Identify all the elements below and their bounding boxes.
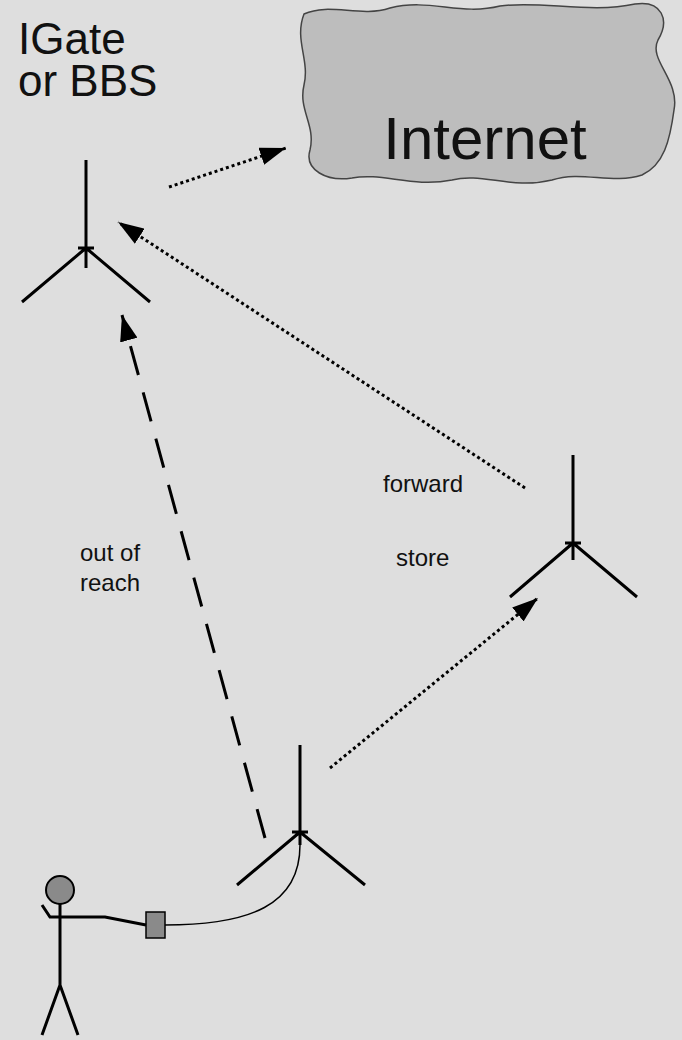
arrow-label: forward [383, 469, 503, 499]
user-antenna [237, 745, 365, 885]
radio-device [146, 912, 165, 938]
dotted-connector [169, 148, 286, 187]
forward-arrow [118, 222, 525, 488]
arrow-label: out of reach [80, 538, 168, 598]
out-of-reach-arrow [122, 315, 265, 838]
internet-cloud: Internet [290, 0, 680, 185]
station-name: IGate or BBS [18, 18, 168, 102]
antenna-cable [165, 845, 300, 925]
arrow-label: store [396, 543, 496, 573]
cloud-title: Internet [290, 106, 680, 172]
relay-antenna [510, 455, 637, 597]
person-figure [42, 876, 146, 1035]
store-arrow [330, 598, 538, 768]
igate-station: IGate or BBS [15, 12, 165, 307]
